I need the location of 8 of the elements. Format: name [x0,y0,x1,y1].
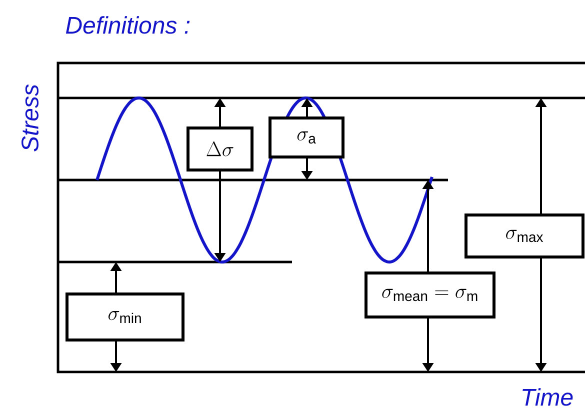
formula-box: $\sigma_{\mathrm{mean}} = \sigma_{\mathrm{m}}$ [364,272,496,318]
formula-box: $\sigma_{\mathrm{min}}$ [66,292,184,342]
formula-box: $\sigma_{\mathrm{max}}$ [464,214,584,258]
axis-label: Stress [22,84,38,152]
title: Definitions : [66,16,190,34]
formula-box: $\sigma_{\mathrm{a}}$ [268,116,344,158]
axis-label: Time [522,388,573,406]
formula-box: $\Delta\sigma$ [186,126,254,172]
